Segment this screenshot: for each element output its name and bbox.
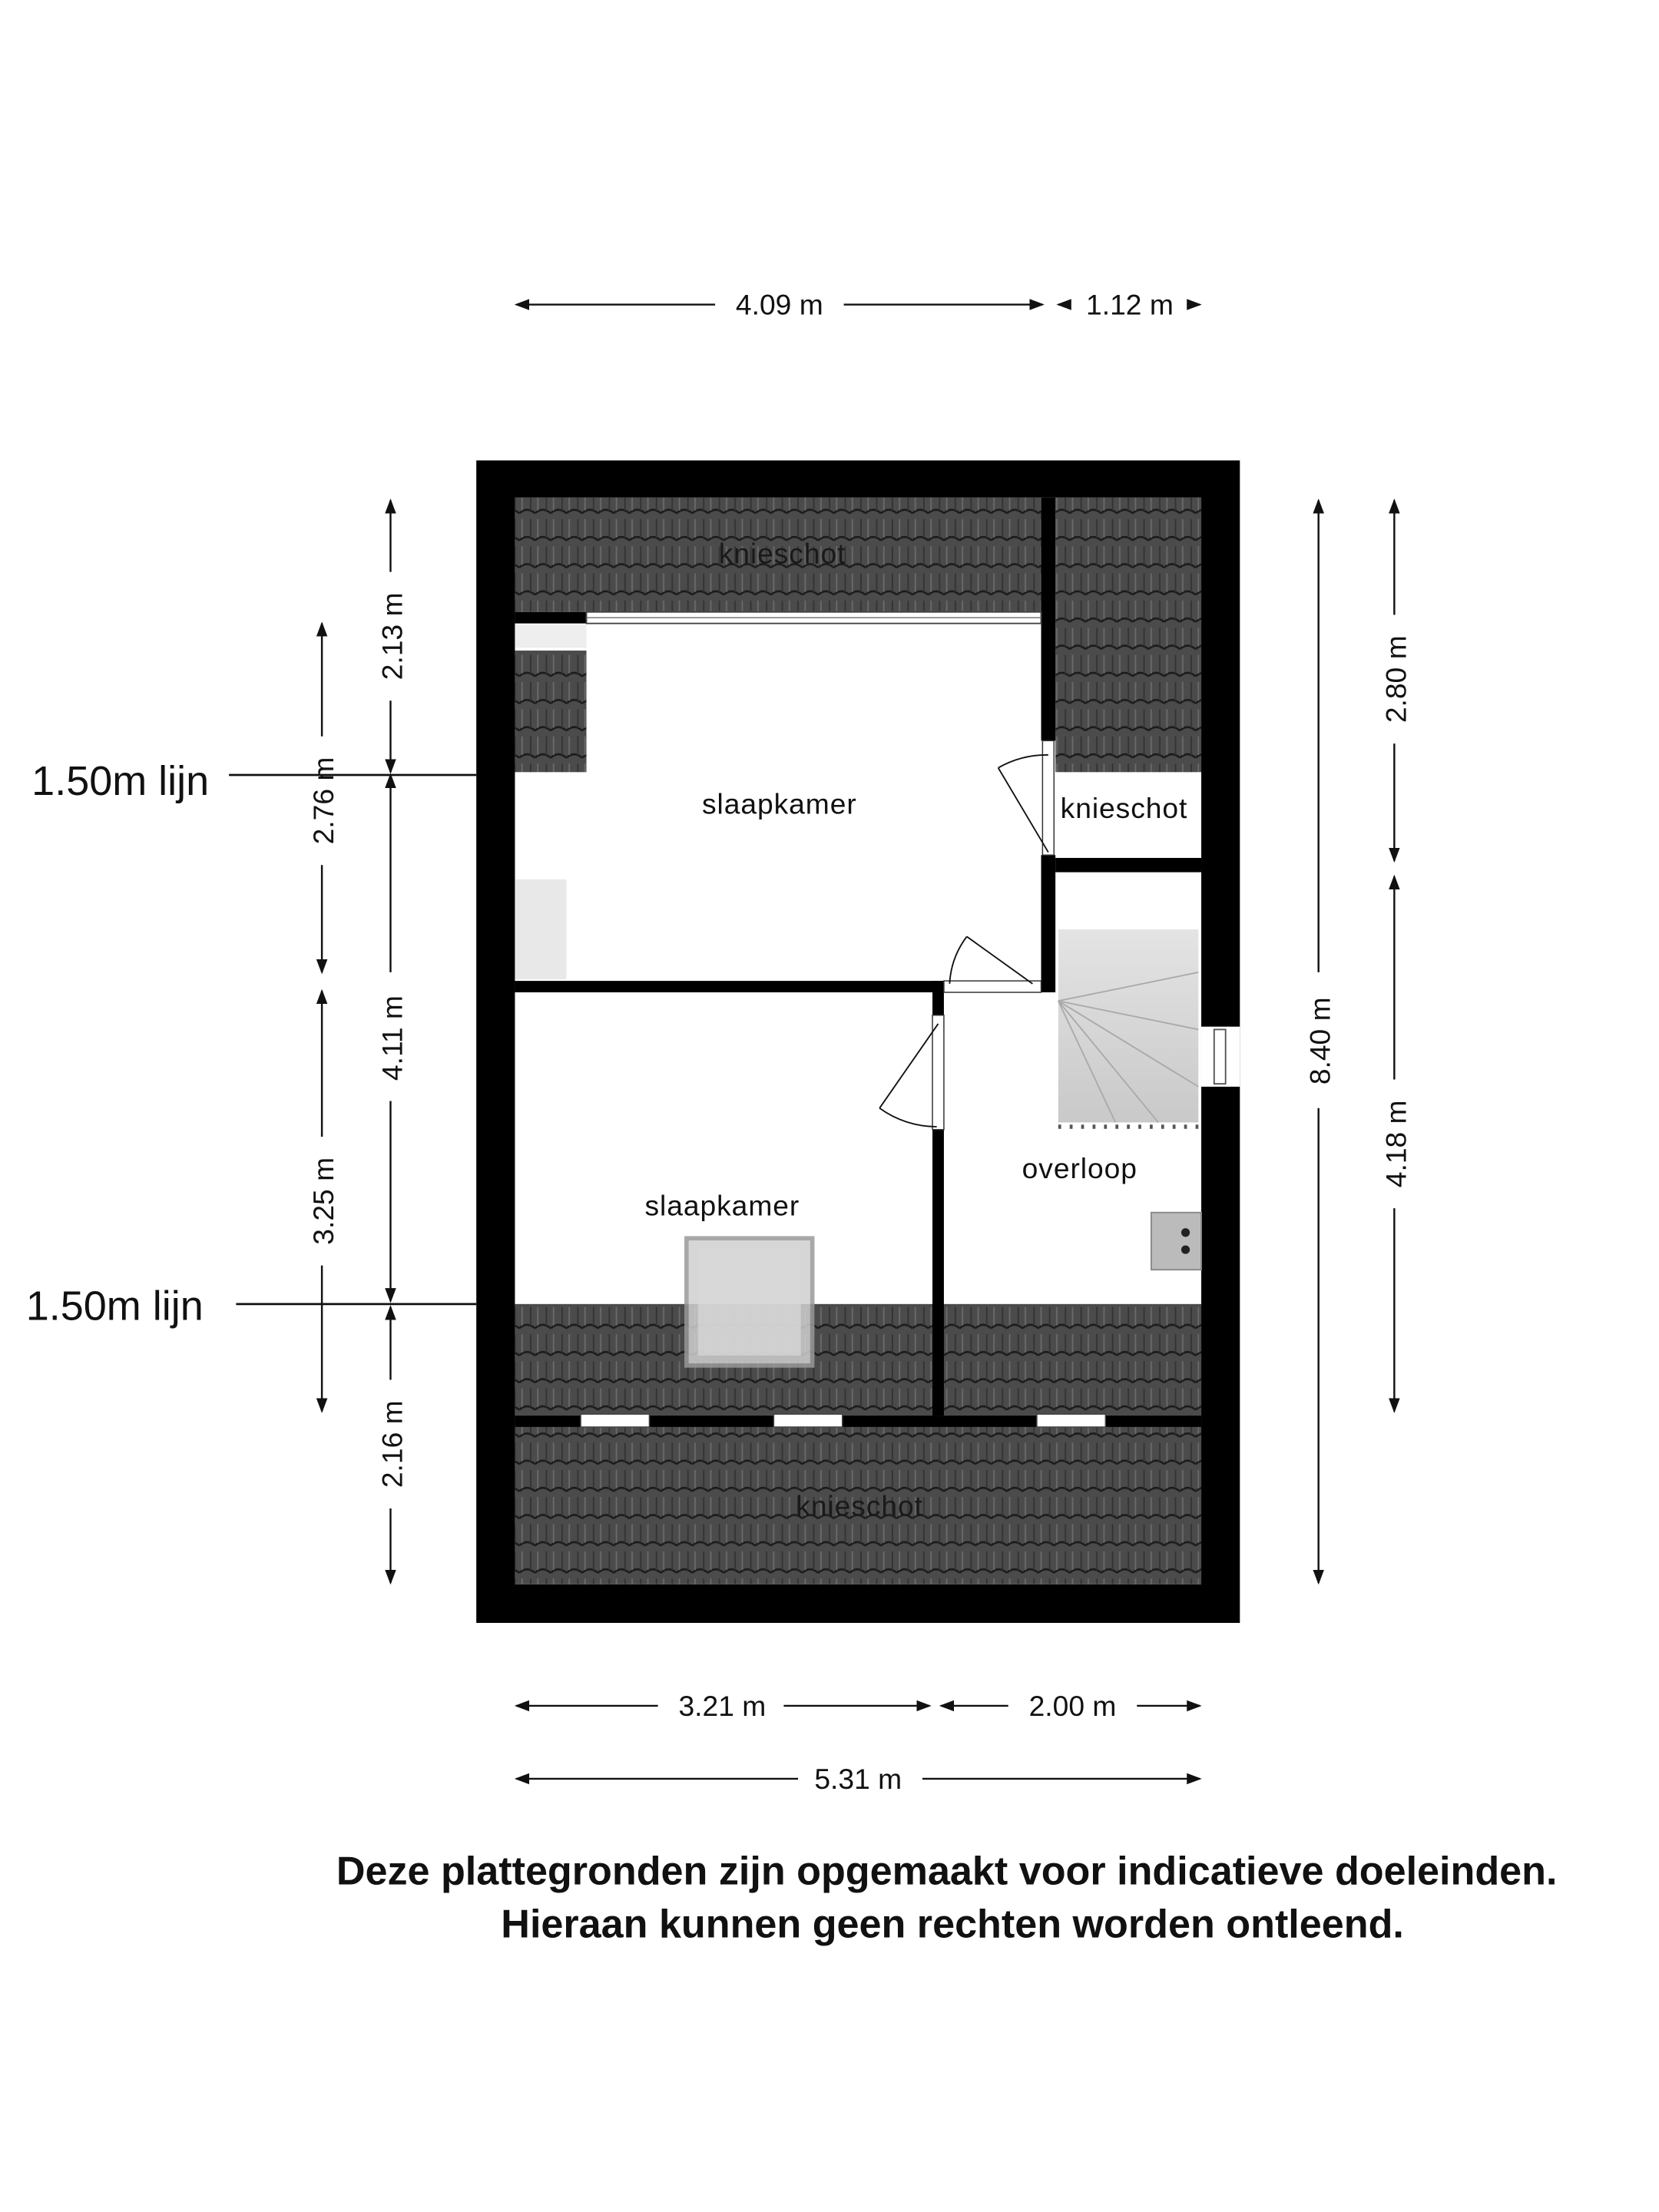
window-bottom-3 [1036,1413,1107,1428]
boiler [1150,1211,1202,1271]
staircase [1058,929,1199,1129]
svg-text:3.21 m: 3.21 m [678,1690,766,1722]
svg-text:5.31 m: 5.31 m [814,1763,902,1795]
window-right [1213,1028,1227,1085]
svg-text:2.00 m: 2.00 m [1029,1690,1117,1722]
svg-text:2.16 m: 2.16 m [376,1400,408,1488]
dimension-right: 8.40 m 2.80 m 4.18 m [1304,498,1412,1585]
wall [515,981,944,992]
knieschot-top-area [515,497,1045,612]
window-bottom-2 [773,1413,843,1428]
svg-text:1.12 m: 1.12 m [1086,289,1174,321]
window-bottom-1 [580,1413,651,1428]
room-label-slaapkamer-bottom: slaapkamer [645,1189,800,1221]
door-knieschot[interactable] [997,740,1055,856]
wall [1041,855,1056,992]
shelf [515,624,587,648]
svg-text:4.09 m: 4.09 m [736,289,823,321]
wall [932,981,944,1015]
disclaimer-line-1: Deze plattegronden zijn opgemaakt voor i… [336,1849,1558,1894]
knieschot-bottom-area [515,1426,1202,1584]
wall [932,1129,944,1416]
disclaimer-line-2: Hieraan kunnen geen rechten worden ontle… [501,1902,1404,1947]
svg-text:4.11 m: 4.11 m [376,995,408,1081]
door-slaapkamer-bottom[interactable] [879,1015,945,1131]
wall [1055,858,1202,873]
door-slaapkamer-top[interactable] [943,935,1042,993]
svg-text:3.25 m: 3.25 m [307,1157,339,1245]
room-label-knieschot-bottom: knieschot [796,1489,923,1522]
room-label-knieschot-right: knieschot [1061,792,1188,824]
svg-text:2.13 m: 2.13 m [376,593,408,680]
skylight [684,1236,815,1368]
closet [515,879,567,980]
knieschot-right-area [1055,497,1202,773]
svg-text:2.76 m: 2.76 m [307,757,339,845]
wall [515,611,587,624]
lijn-150-top: 1.50m lijn [31,758,477,804]
knieschot-left-area [515,651,587,773]
room-label-slaapkamer-top: slaapkamer [702,787,857,820]
wall [1041,497,1056,741]
svg-text:1.50m lijn: 1.50m lijn [31,758,209,804]
svg-text:1.50m lijn: 1.50m lijn [26,1283,204,1329]
dimension-left: 2.13 m 4.11 m 2.16 m 2.76 m 3.25 m [307,498,408,1585]
dimension-bottom: 3.21 m 2.00 m 5.31 m [514,1690,1202,1795]
room-label-overloop: overloop [1022,1152,1137,1184]
svg-text:2.80 m: 2.80 m [1379,635,1412,723]
lijn-150-bottom: 1.50m lijn [26,1283,477,1329]
wall [515,1416,1202,1427]
knieschot-mid-area [515,1303,1202,1416]
svg-text:4.18 m: 4.18 m [1379,1100,1412,1187]
dimension-top: 4.09 m 1.12 m [514,289,1202,321]
svg-text:8.40 m: 8.40 m [1304,997,1336,1084]
room-label-knieschot-top: knieschot [719,537,846,569]
